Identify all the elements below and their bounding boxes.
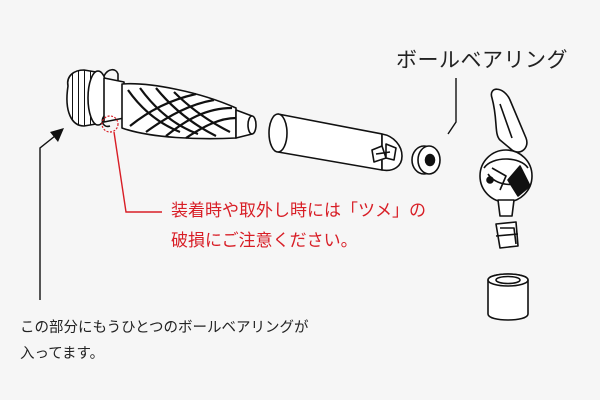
handle-grip-part	[66, 68, 257, 140]
tube-part	[268, 113, 403, 172]
note-arrow-head	[50, 128, 64, 142]
hidden-bearing-note-line-1: この部分にもうひとつのボールベアリングが	[20, 320, 309, 336]
grip-pattern	[127, 87, 237, 139]
warning-leader-line	[113, 131, 162, 213]
note-arrow-line	[39, 131, 61, 300]
claw-warning-line-2: 破損にご注意ください。	[171, 231, 358, 251]
bearing-leader-line	[447, 78, 457, 135]
hidden-bearing-note-line-2: 入ってます。	[20, 346, 105, 362]
swivel-assembly	[479, 88, 533, 321]
hook-loop	[490, 88, 528, 153]
claw-warning-line-1: 装着時や取外し時には「ツメ」の	[171, 201, 426, 221]
ball-bearing	[411, 145, 441, 175]
tube-body	[277, 113, 383, 171]
bearing-label: ボールベアリング	[396, 48, 568, 72]
claw-highlight-circle	[101, 115, 119, 133]
